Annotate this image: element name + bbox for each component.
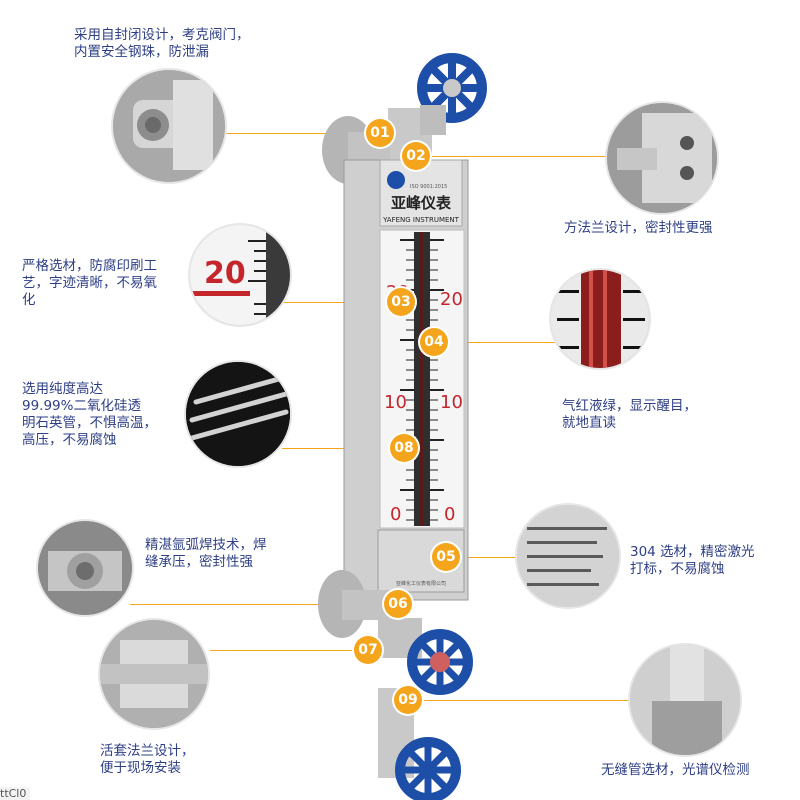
zoom-circle-seamless-pipe bbox=[630, 645, 740, 755]
caption-valve-seal: 采用自封闭设计，考克阀门， 内置安全钢珠，防泄漏 bbox=[74, 27, 250, 60]
scale-label-10-right: 10 bbox=[440, 392, 463, 413]
leader-line-05 bbox=[461, 557, 521, 558]
leader-line-02 bbox=[420, 156, 612, 157]
badge-05: 05 bbox=[432, 543, 460, 571]
zoom-circle-red-tube bbox=[551, 270, 649, 368]
badge-04: 04 bbox=[420, 328, 448, 356]
leader-line-07 bbox=[210, 650, 354, 651]
zoom-circle-square-flange bbox=[607, 103, 717, 213]
caption-welding: 精湛氩弧焊技术，焊 缝承压，密封性强 bbox=[145, 537, 267, 570]
valve-seal-detail bbox=[113, 70, 225, 182]
bottom-flange bbox=[318, 570, 392, 638]
scale-label-0-right: 0 bbox=[444, 504, 455, 525]
zoom-circle-loose-flange bbox=[100, 620, 208, 728]
badge-06: 06 bbox=[384, 590, 412, 618]
leader-line-01 bbox=[222, 133, 382, 134]
brand-name-cn: 亚峰仪表 bbox=[391, 194, 452, 212]
badge-02: 02 bbox=[402, 142, 430, 170]
leader-line-08 bbox=[282, 448, 388, 449]
zoom-circle-weld bbox=[38, 521, 132, 615]
scale-label-0-left: 0 bbox=[390, 504, 401, 525]
middle-valve-handwheel bbox=[407, 629, 473, 695]
badge-03: 03 bbox=[387, 288, 415, 316]
caption-color-display: 气红液绿，显示醒目， 就地直读 bbox=[562, 398, 697, 431]
leader-line-06 bbox=[130, 604, 384, 605]
scale-label-20-right: 20 bbox=[440, 289, 463, 310]
brand-name-en: YAFENG INSTRUMENT bbox=[382, 216, 460, 224]
scale-label-10-left: 10 bbox=[384, 392, 407, 413]
caption-seamless-pipe: 无缝管选材，光谱仪检测 bbox=[601, 762, 750, 778]
zoom-circle-nameplate bbox=[517, 505, 619, 607]
badge-01: 01 bbox=[366, 119, 394, 147]
nameplate-footer: 亚峰化工仪表有限公司 bbox=[396, 580, 446, 587]
top-valve-handwheel bbox=[417, 53, 487, 123]
brand-logo bbox=[387, 171, 405, 189]
red-tube-detail bbox=[551, 270, 649, 368]
zoom-scale-label: 20 bbox=[204, 256, 246, 291]
badge-09: 09 bbox=[394, 686, 422, 714]
brand-cert: ISO 9001:2015 bbox=[410, 184, 447, 190]
leader-line-04 bbox=[447, 342, 555, 343]
brand-plate bbox=[379, 159, 463, 227]
loose-flange-detail bbox=[100, 620, 208, 728]
caption-loose-flange: 活套法兰设计， 便于现场安装 bbox=[100, 743, 195, 776]
footer-fragment: ttCl0 bbox=[0, 787, 31, 800]
badge-07: 07 bbox=[354, 636, 382, 664]
zoom-circle-quartz-tube bbox=[186, 362, 290, 466]
caption-quartz-tube: 选用纯度高达 99.99%二氧化硅透 明石英管，不惧高温， 高压，不易腐蚀 bbox=[22, 381, 157, 448]
square-flange-detail bbox=[607, 103, 717, 213]
zoom-circle-valve-seal bbox=[113, 70, 225, 182]
leader-line-09 bbox=[421, 700, 631, 701]
quartz-tube-detail bbox=[186, 362, 290, 466]
caption-laser-marking: 304 选材，精密激光 打标，不易腐蚀 bbox=[630, 544, 755, 577]
seamless-pipe-detail bbox=[630, 645, 740, 755]
leader-line-03 bbox=[272, 302, 384, 303]
caption-scale-print: 严格选材，防腐印刷工 艺，字迹清晰，不易氧 化 bbox=[22, 258, 157, 308]
bottom-valve-handwheel bbox=[395, 737, 461, 800]
badge-08: 08 bbox=[390, 434, 418, 462]
nameplate-detail bbox=[517, 505, 619, 607]
weld-detail bbox=[38, 521, 132, 615]
caption-square-flange: 方法兰设计，密封性更强 bbox=[564, 220, 713, 236]
